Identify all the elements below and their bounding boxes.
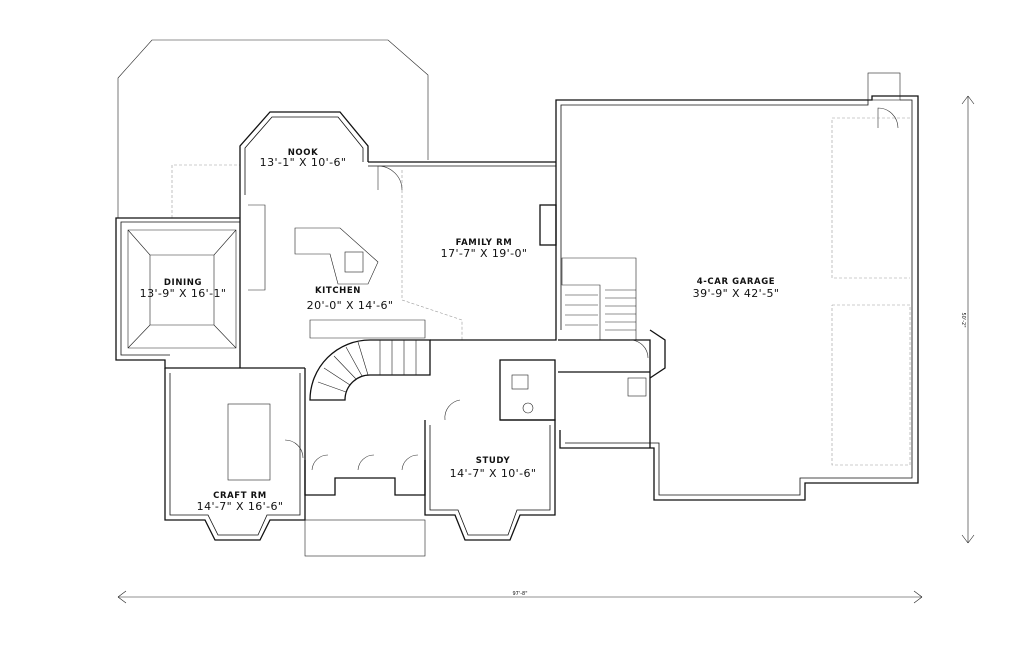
stair-treads <box>565 289 636 331</box>
room-label-garage: 4-CAR GARAGE <box>697 277 775 287</box>
garage-outer-wall <box>555 95 919 501</box>
dining-outer-wall <box>115 217 305 369</box>
kitchen-counter-west <box>248 204 266 291</box>
room-dims-craft: 14'-7" X 16'-6" <box>197 500 284 513</box>
room-dims-study: 14'-7" X 10'-6" <box>450 467 537 480</box>
room-label-family: FAMILY RM <box>456 238 513 248</box>
study-wall <box>424 419 556 541</box>
powder-room <box>499 359 556 421</box>
mud-room-bay <box>649 329 666 379</box>
spiral-stair-treads <box>317 340 417 393</box>
nook-door <box>377 165 403 191</box>
width-dimension-line <box>117 590 923 604</box>
study-door <box>444 399 461 421</box>
deck-outline <box>117 39 429 218</box>
family-dashed-line <box>401 170 463 340</box>
toilet <box>522 402 534 414</box>
room-label-study: STUDY <box>476 456 511 466</box>
roof-dashed-line <box>171 164 240 218</box>
mud-room-door <box>629 339 649 359</box>
garage-inner-wall <box>560 99 913 496</box>
room-label-dining: DINING <box>164 278 202 288</box>
kitchen-island <box>294 227 379 285</box>
mud-room-wall <box>558 339 651 448</box>
stair-to-garage <box>561 257 637 341</box>
depth-dimension-label: 50'-2" <box>960 312 966 327</box>
kitchen-counter-south <box>309 319 426 339</box>
vanity <box>511 374 529 390</box>
craft-room-inner <box>169 373 301 536</box>
front-porch <box>304 519 426 557</box>
family-garage-wall <box>430 162 557 341</box>
dining-inner-wall <box>120 221 240 356</box>
room-dims-family: 17'-7" X 19'-0" <box>441 247 528 260</box>
study-inner <box>429 425 551 536</box>
garage-bay-lines <box>831 117 911 466</box>
fireplace <box>539 204 557 246</box>
craft-table <box>227 403 271 481</box>
spiral-stair <box>309 339 431 401</box>
room-dims-nook: 13'-1" X 10'-6" <box>260 156 347 169</box>
craft-door <box>284 439 304 459</box>
foyer-doors <box>311 454 419 471</box>
garage-chimney <box>867 72 901 101</box>
room-label-kitchen: KITCHEN <box>315 286 361 296</box>
craft-room-wall <box>164 368 306 541</box>
garage-door-swing <box>877 107 899 129</box>
foyer-wall <box>304 460 426 496</box>
mud-cabinet <box>627 377 647 397</box>
room-label-nook: NOOK <box>288 148 319 158</box>
room-dims-kitchen: 20'-0" X 14'-6" <box>307 299 394 312</box>
room-dims-garage: 39'-9" X 42'-5" <box>693 287 780 300</box>
dining-coffer <box>127 229 237 349</box>
room-label-craft: CRAFT RM <box>213 491 267 501</box>
nook-bay-wall <box>239 111 369 195</box>
room-dims-dining: 13'-9" X 16'-1" <box>140 287 227 300</box>
width-dimension-label: 97'-8" <box>512 591 527 597</box>
nook-bay-inner <box>244 116 364 195</box>
depth-dimension-line <box>961 95 975 544</box>
kitchen-sink <box>344 251 364 273</box>
